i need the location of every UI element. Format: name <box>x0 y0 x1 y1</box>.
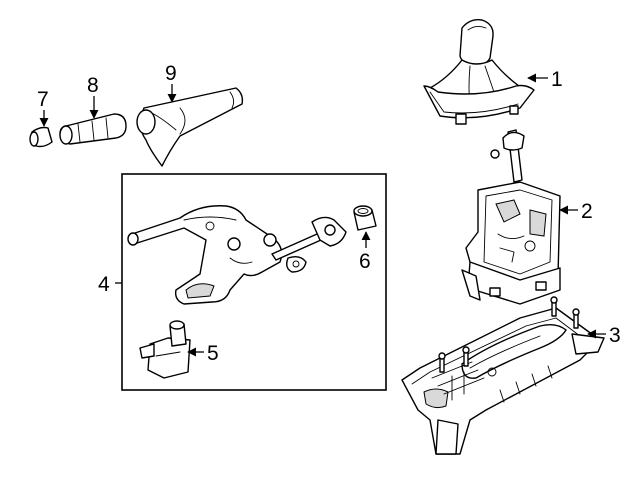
callout-9: 9 <box>165 62 177 85</box>
part-6-bushing[interactable] <box>353 205 377 231</box>
callout-1: 1 <box>551 68 563 91</box>
callout-8: 8 <box>87 74 99 97</box>
part-4-frame <box>121 173 387 391</box>
part-2-gear-shifter-assembly[interactable] <box>461 129 561 305</box>
callout-5: 5 <box>207 342 219 365</box>
part-9-lever-boot[interactable] <box>136 87 244 167</box>
part-8-handle-grip[interactable] <box>59 113 127 145</box>
part-4-parking-brake-lever[interactable] <box>127 205 347 305</box>
callout-4: 4 <box>98 273 110 296</box>
part-3-console-bracket[interactable] <box>401 296 605 455</box>
callout-2: 2 <box>581 200 593 223</box>
part-5-bracket-switch[interactable] <box>139 320 191 379</box>
callout-3: 3 <box>609 324 621 347</box>
part-7-end-cap[interactable] <box>29 126 53 148</box>
callout-7: 7 <box>37 88 49 111</box>
callout-6: 6 <box>359 250 371 273</box>
part-1-shift-knob-boot[interactable] <box>423 18 535 125</box>
